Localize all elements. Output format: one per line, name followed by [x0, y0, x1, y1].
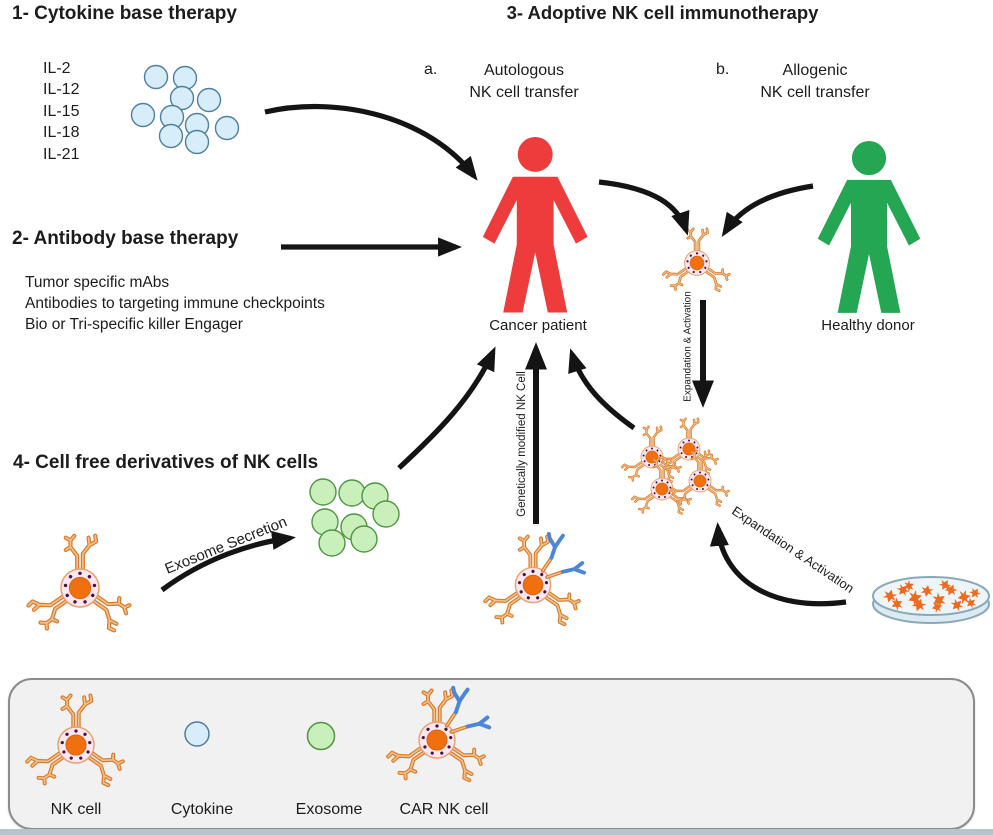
allogenic-label: Allogenic NK cell transfer — [745, 60, 885, 104]
bottom-edge-strip — [0, 829, 993, 835]
arrow-cytokine-to-patient — [264, 104, 478, 181]
legend-label-nk-cell: NK cell — [50, 801, 102, 818]
arrow-exosome-secretion — [160, 530, 296, 593]
cytokine-item: IL-2 — [43, 60, 71, 77]
arrow-exosome-to-patient — [397, 346, 496, 470]
exosome-cluster — [309, 478, 400, 557]
allogenic-line1: Allogenic — [782, 62, 848, 79]
cytokine-item: IL-21 — [43, 145, 80, 163]
legend-label-exosome: Exosome — [295, 801, 363, 818]
cytokine-item: IL-18 — [43, 124, 80, 142]
car-nk-cell-icon — [388, 688, 490, 781]
autologous-line2: NK cell transfer — [469, 84, 579, 101]
antibody-item: Bio or Tri-specific killer Engager — [25, 316, 243, 333]
antibody-item: Antibodies to targeting immune checkpoin… — [25, 295, 325, 312]
exosome-icon — [306, 721, 336, 751]
arrow-patient-to-nk — [598, 179, 690, 236]
cytokine-cluster — [130, 64, 240, 155]
antibody-item: Tumor specific mAbs — [25, 274, 170, 291]
legend-box — [8, 678, 975, 830]
arrow-cluster-to-patient — [568, 348, 636, 431]
cytokine-list: IL-2 IL-12 IL-15 IL-18 IL-21 — [43, 58, 79, 165]
arrow-donor-to-nk — [721, 183, 814, 238]
allogenic-line2: NK cell transfer — [760, 84, 870, 101]
antibody-list: Tumor specific mAbs Antibodies to target… — [25, 272, 325, 335]
antibody-therapy-heading: 2- Antibody base therapy — [12, 228, 239, 249]
cancer-patient-label: Cancer patient — [489, 317, 587, 334]
arrow-petri-to-cluster — [709, 522, 847, 607]
cellfree-derivatives-heading: 4- Cell free derivatives of NK cells — [13, 452, 319, 473]
autologous-marker: a. — [424, 61, 438, 78]
autologous-label: Autologous NK cell transfer — [448, 60, 600, 104]
allogenic-marker: b. — [716, 61, 730, 78]
legend-label-car-nk-cell: CAR NK cell — [399, 801, 489, 818]
legend-label-cytokine: Cytokine — [170, 801, 234, 818]
petri-dish-icon — [872, 576, 990, 624]
cytokine-item: IL-12 — [43, 81, 80, 99]
cytokine-icon — [184, 721, 210, 747]
adoptive-therapy-heading: 3- Adoptive NK cell immunotherapy — [506, 2, 819, 23]
cytokine-item: IL-15 — [43, 102, 80, 120]
cytokine-therapy-heading: 1- Cytokine base therapy — [12, 3, 237, 24]
nk-cell-icon — [27, 696, 125, 786]
autologous-line1: Autologous — [483, 62, 565, 79]
flow-arrows — [160, 104, 847, 607]
healthy-donor-label: Healthy donor — [821, 317, 915, 334]
